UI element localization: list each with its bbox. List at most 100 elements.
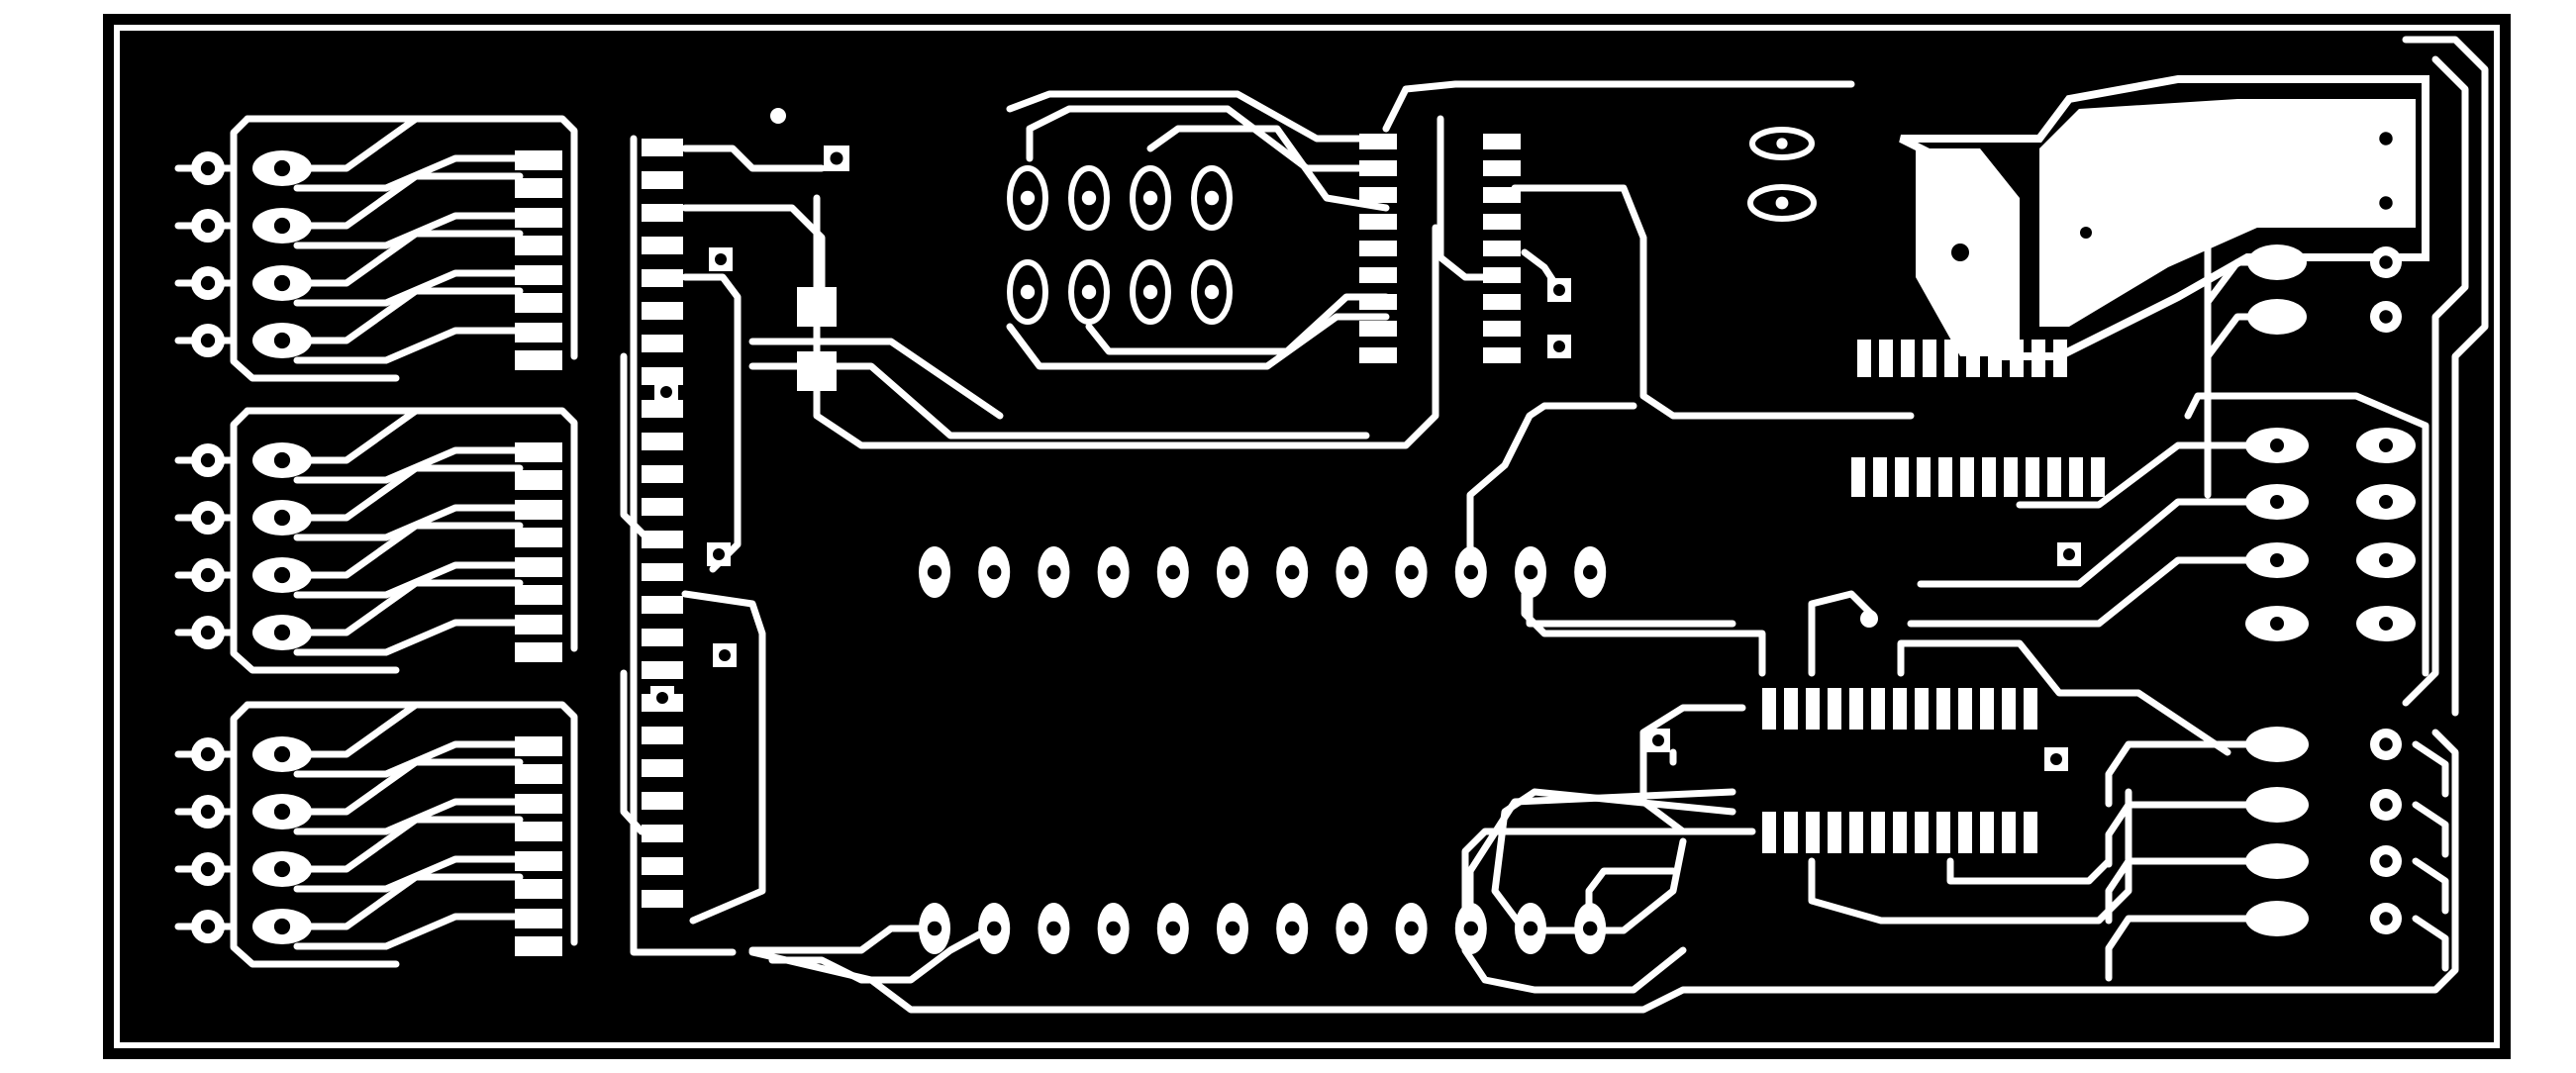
smd-pad <box>515 822 562 841</box>
drill-hole <box>273 451 291 469</box>
smd-pad <box>1359 187 1397 203</box>
drill-hole <box>1553 341 1565 352</box>
smd-pad <box>1828 688 1841 730</box>
drill-hole <box>273 918 291 935</box>
drill-hole <box>1020 190 1036 206</box>
smd-pad <box>1483 160 1521 176</box>
smd-pad <box>515 528 562 547</box>
drill-hole <box>927 921 942 936</box>
copper-trace <box>1897 639 2231 756</box>
copper-trace <box>630 135 737 956</box>
smd-pad <box>515 208 562 228</box>
smd-pad <box>1359 160 1397 176</box>
smd-pad <box>1988 340 2002 377</box>
drill-hole <box>1106 564 1121 580</box>
copper-trace <box>1511 184 1915 420</box>
copper-trace <box>2412 801 2449 858</box>
drill-hole <box>1285 564 1300 580</box>
smd-pad <box>515 764 562 784</box>
smd-pad <box>1784 812 1798 853</box>
smd-pad <box>1762 812 1776 853</box>
smd-pad <box>515 323 562 342</box>
drill-hole <box>2270 617 2284 631</box>
drill-hole <box>273 509 291 527</box>
copper-trace <box>1382 80 1855 133</box>
smd-pad <box>1828 812 1841 853</box>
drill-hole <box>200 919 216 934</box>
smd-pad <box>1483 267 1521 283</box>
drill-hole <box>273 624 291 641</box>
smd-pad <box>515 851 562 871</box>
smd-pad <box>2053 340 2067 377</box>
smd-pad <box>1895 457 1909 497</box>
drill-hole <box>1285 921 1300 936</box>
smd-pad <box>642 596 683 614</box>
drill-hole <box>1775 196 1789 210</box>
copper-pour <box>2039 99 2416 327</box>
drill-hole <box>987 921 1002 936</box>
connector-pad <box>2245 901 2309 936</box>
copper-trace <box>2412 915 2449 972</box>
copper-trace <box>620 669 645 835</box>
drill-hole <box>1204 284 1220 300</box>
smd-pad <box>2002 688 2016 730</box>
smd-pad <box>1944 340 1958 377</box>
copper-trace <box>278 464 524 522</box>
smd-pad <box>1849 688 1863 730</box>
smd-pad <box>515 470 562 490</box>
copper-trace <box>293 913 524 950</box>
smd-pad <box>515 178 562 198</box>
drill-hole <box>1225 564 1240 580</box>
drill-hole <box>2379 854 2393 868</box>
drill-hole <box>713 548 725 560</box>
drill-hole <box>200 510 216 526</box>
copper-trace <box>278 701 524 758</box>
drill-hole <box>1081 284 1097 300</box>
smd-pad <box>642 727 683 744</box>
smd-pad <box>1873 457 1887 497</box>
copper-trace <box>2105 915 2251 982</box>
smd-pad <box>1857 340 1871 377</box>
smd-pad <box>642 400 683 418</box>
smd-pad <box>1958 812 1972 853</box>
drill-hole <box>200 567 216 583</box>
drill-hole <box>273 566 291 584</box>
smd-pad <box>1483 187 1521 203</box>
smd-pad <box>797 351 837 391</box>
drill-hole <box>1404 921 1419 936</box>
smd-pad <box>1958 688 1972 730</box>
oval-ring-pad <box>1068 259 1110 325</box>
smd-pad <box>1483 241 1521 256</box>
drill-hole <box>200 746 216 762</box>
smd-pad <box>642 302 683 320</box>
copper-trace <box>230 701 400 968</box>
drill-hole <box>200 804 216 820</box>
copper-trace <box>681 204 826 321</box>
drill-hole <box>273 274 291 292</box>
drill-hole <box>273 860 291 878</box>
via <box>1860 610 1878 628</box>
copper-trace <box>748 338 1004 420</box>
drill-hole <box>1344 921 1359 936</box>
drill-hole <box>2379 553 2393 567</box>
oval-ring-pad <box>1068 165 1110 231</box>
copper-trace <box>1808 590 1875 677</box>
oval-ring-pad <box>1747 184 1817 222</box>
copper-trace <box>244 115 578 360</box>
drill-hole <box>1404 564 1419 580</box>
drill-hole <box>2379 310 2393 324</box>
smd-pad <box>642 433 683 450</box>
drill-hole <box>1776 138 1788 149</box>
drill-hole <box>1165 921 1181 936</box>
copper-trace <box>278 115 524 172</box>
copper-trace <box>2105 740 2251 808</box>
smd-pad <box>515 879 562 899</box>
drill-hole <box>1652 734 1664 746</box>
smd-pad <box>642 890 683 908</box>
drill-hole <box>2379 798 2393 812</box>
smd-pad <box>642 857 683 875</box>
smd-pad <box>1893 812 1907 853</box>
copper-trace <box>748 729 2459 1014</box>
smd-pad <box>2024 688 2037 730</box>
smd-pad <box>515 794 562 814</box>
